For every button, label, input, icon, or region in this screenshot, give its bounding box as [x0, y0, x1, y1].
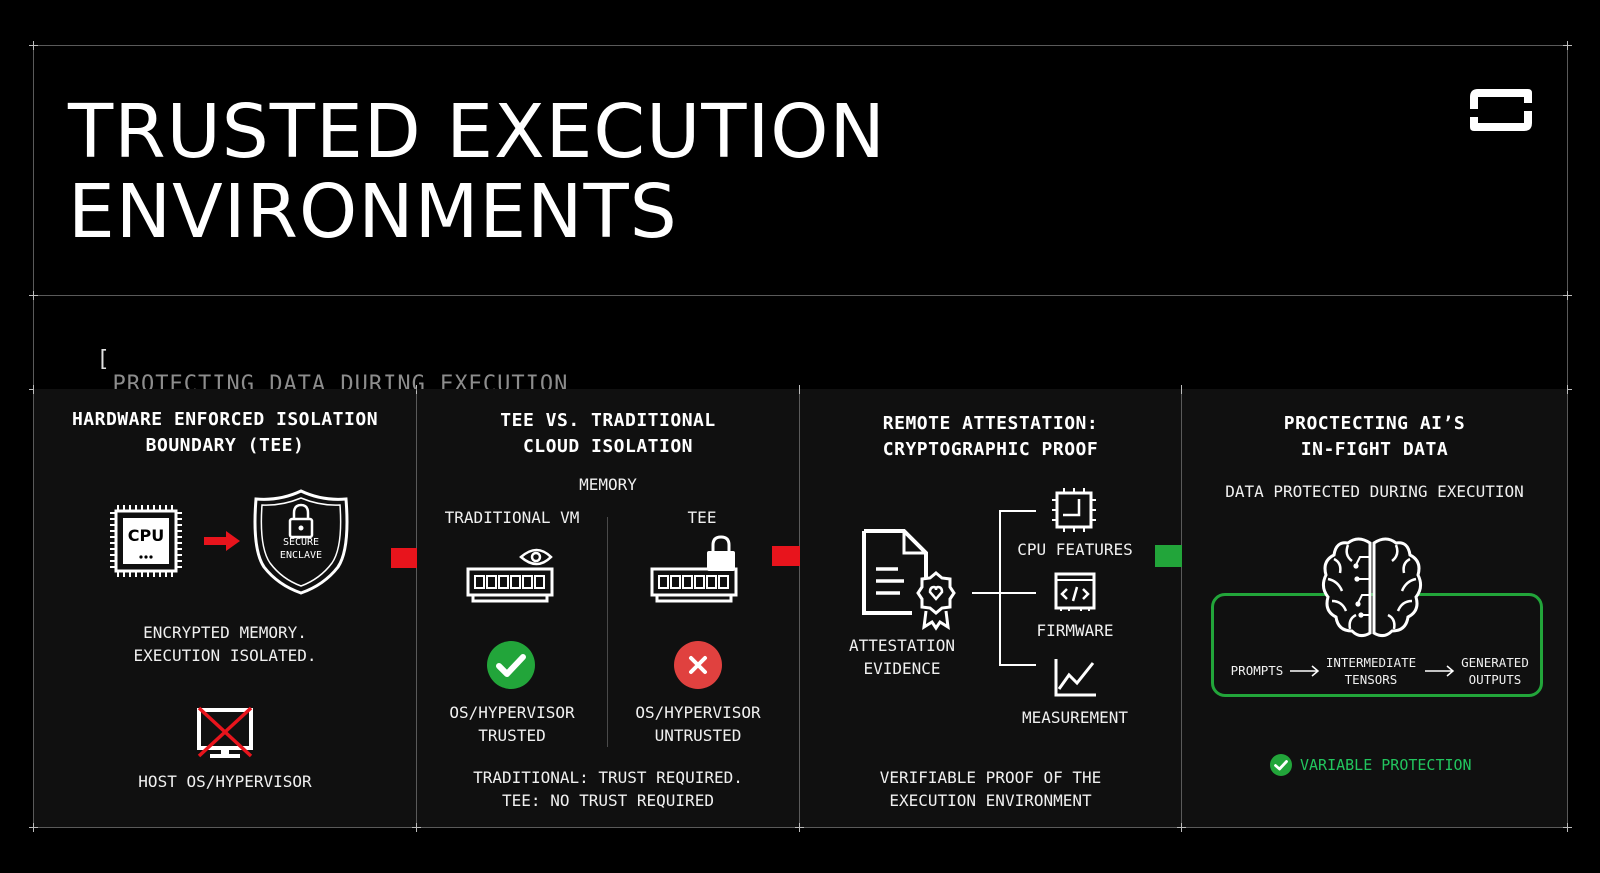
caption-line-2: TEE: NO TRUST REQUIRED: [417, 789, 799, 812]
cross-marker: [29, 291, 38, 300]
panel-caption: TRADITIONAL: TRUST REQUIRED. TEE: NO TRU…: [417, 766, 799, 812]
certificate-document-icon: [860, 529, 958, 629]
title-line-1: TRUSTED EXECUTION: [68, 92, 886, 172]
check-circle-icon: [487, 641, 535, 689]
flow-step-line-1: INTERMEDIATE: [1322, 654, 1420, 671]
flow-step-prompts: PROMPTS: [1226, 662, 1288, 679]
panel-hardware-isolation: HARDWARE ENFORCED ISOLATION BOUNDARY (TE…: [34, 389, 416, 827]
status-line-2: TRUSTED: [417, 724, 607, 747]
frame-right-line: [1567, 45, 1568, 827]
attestation-evidence-label: ATTESTATION EVIDENCE: [832, 634, 972, 680]
host-os-label: HOST OS/HYPERVISOR: [34, 770, 416, 793]
caption-line-1: ENCRYPTED MEMORY.: [34, 621, 416, 644]
page-title: TRUSTED EXECUTION ENVIRONMENTS: [68, 92, 886, 252]
enclave-line-2: ENCLAVE: [274, 549, 328, 562]
panel-title-line-1: TEE VS. TRADITIONAL: [417, 408, 799, 434]
panel-title-line-2: CLOUD ISOLATION: [417, 434, 799, 460]
status-line-2: UNTRUSTED: [603, 724, 793, 747]
enclave-line-1: SECURE: [274, 536, 328, 549]
traditional-vm-label: TRADITIONAL VM: [417, 506, 607, 529]
firmware-code-icon: [1053, 571, 1097, 611]
cpu-icon: [1051, 487, 1097, 533]
panel-caption: ENCRYPTED MEMORY. EXECUTION ISOLATED.: [34, 621, 416, 667]
panel-title-line-2: BOUNDARY (TEE): [34, 433, 416, 459]
arrow-right-icon: [1290, 665, 1320, 677]
title-line-2: ENVIRONMENTS: [68, 172, 886, 252]
frame-mid-line: [33, 295, 1568, 296]
arrow-right-icon: [204, 531, 240, 551]
panel-title: TEE VS. TRADITIONAL CLOUD ISOLATION: [417, 408, 799, 460]
panel-title: HARDWARE ENFORCED ISOLATION BOUNDARY (TE…: [34, 407, 416, 459]
branch-measurement: MEASUREMENT: [990, 706, 1160, 729]
caption-line-1: TRADITIONAL: TRUST REQUIRED.: [417, 766, 799, 789]
panel-caption: VERIFIABLE PROOF OF THE EXECUTION ENVIRO…: [800, 766, 1181, 812]
variable-protection-badge: VARIABLE PROTECTION: [1300, 755, 1472, 775]
brand-logo-icon: [1466, 85, 1536, 135]
panel-title: REMOTE ATTESTATION: CRYPTOGRAPHIC PROOF: [800, 411, 1181, 463]
traditional-status: OS/HYPERVISOR TRUSTED: [417, 701, 607, 747]
memory-lock-icon: [649, 535, 741, 605]
cross-marker: [29, 41, 38, 50]
tee-label: TEE: [607, 506, 797, 529]
cross-marker: [1563, 41, 1572, 50]
flow-step-tensors: INTERMEDIATE TENSORS: [1322, 654, 1420, 688]
memory-eye-icon: [465, 545, 557, 605]
caption-line-1: VERIFIABLE PROOF OF THE: [800, 766, 1181, 789]
status-line-1: OS/HYPERVISOR: [417, 701, 607, 724]
panel-title-line-2: CRYPTOGRAPHIC PROOF: [800, 437, 1181, 463]
cpu-label: CPU: [123, 526, 169, 545]
panel-tee-vs-traditional: TEE VS. TRADITIONAL CLOUD ISOLATION MEMO…: [417, 389, 799, 827]
crossed-monitor-icon: [196, 707, 254, 761]
arrow-right-icon: [1425, 665, 1455, 677]
caption-line-2: EXECUTION ENVIRONMENT: [800, 789, 1181, 812]
memory-label: MEMORY: [417, 473, 799, 496]
evidence-line-2: EVIDENCE: [832, 657, 972, 680]
panel-title-line-1: REMOTE ATTESTATION:: [800, 411, 1181, 437]
branch-cpu-features: CPU FEATURES: [990, 538, 1160, 561]
panel-protecting-ai-data: PROCTECTING AI’S IN-FIGHT DATA DATA PROT…: [1182, 389, 1567, 827]
secure-enclave-label: SECURE ENCLAVE: [274, 536, 328, 562]
panel-subtitle: DATA PROTECTED DURING EXECUTION: [1182, 480, 1567, 503]
flow-step-line-2: TENSORS: [1322, 671, 1420, 688]
panel-title-line-2: IN-FIGHT DATA: [1182, 437, 1567, 463]
cross-marker: [1563, 291, 1572, 300]
frame-top-line: [33, 45, 1568, 46]
line-chart-icon: [1053, 657, 1097, 697]
check-circle-icon: [1270, 754, 1292, 776]
flow-step-outputs: GENERATED OUTPUTS: [1456, 654, 1534, 688]
x-circle-icon: [674, 641, 722, 689]
panel-title: PROCTECTING AI’S IN-FIGHT DATA: [1182, 411, 1567, 463]
flow-step-line-2: OUTPUTS: [1456, 671, 1534, 688]
status-line-1: OS/HYPERVISOR: [603, 701, 793, 724]
caption-line-2: EXECUTION ISOLATED.: [34, 644, 416, 667]
branch-firmware: FIRMWARE: [990, 619, 1160, 642]
bracket-open: [: [97, 347, 111, 372]
flow-step-line-1: GENERATED: [1456, 654, 1534, 671]
brain-circuit-icon: [1320, 535, 1424, 641]
panel-remote-attestation: REMOTE ATTESTATION: CRYPTOGRAPHIC PROOF …: [800, 389, 1181, 827]
tee-status: OS/HYPERVISOR UNTRUSTED: [603, 701, 793, 747]
evidence-line-1: ATTESTATION: [832, 634, 972, 657]
panel-title-line-1: HARDWARE ENFORCED ISOLATION: [34, 407, 416, 433]
panel-title-line-1: PROCTECTING AI’S: [1182, 411, 1567, 437]
branch-connector: [972, 509, 1042, 669]
